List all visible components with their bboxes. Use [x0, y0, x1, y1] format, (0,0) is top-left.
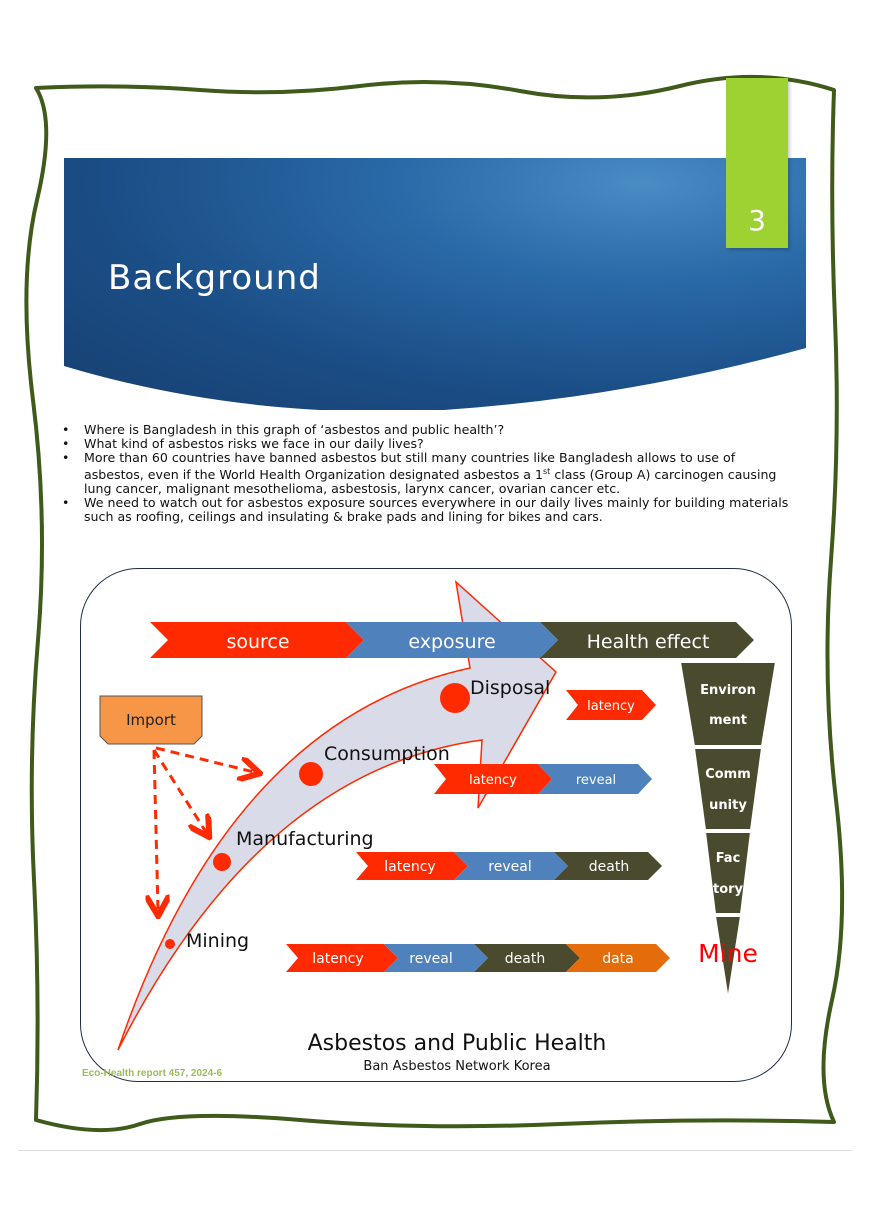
bullet-item: We need to watch out for asbestos exposu… — [60, 496, 790, 524]
exposure-chevron — [346, 622, 558, 658]
page-number-tab — [726, 78, 788, 248]
chain-latency — [356, 852, 468, 880]
chain-label: reveal — [409, 951, 452, 967]
chain-death — [474, 944, 580, 972]
header-exposure: exposure — [408, 631, 495, 653]
level-community-label-1: Comm — [705, 767, 751, 782]
health-effect-chevron — [540, 622, 754, 658]
diagram-title: Asbestos and Public Health — [308, 1031, 607, 1056]
chain-label: data — [602, 951, 634, 967]
header-health-effect: Health effect — [587, 631, 710, 653]
level-factory-label-2: tory — [713, 882, 744, 897]
footer-divider — [18, 1150, 852, 1151]
level-community-label-2: unity — [709, 798, 747, 813]
dot-disposal — [440, 683, 470, 713]
level-factory-label-1: Fac — [716, 851, 741, 866]
level-community — [692, 747, 764, 831]
diagram-subtitle: Ban Asbestos Network Korea — [363, 1059, 550, 1074]
chain-reveal — [384, 944, 488, 972]
chain-reveal — [454, 852, 568, 880]
slide-title: Background — [108, 258, 321, 298]
chain-latency — [286, 944, 398, 972]
level-environment-label-2: ment — [709, 713, 747, 728]
chain-label: reveal — [488, 859, 531, 875]
level-factory — [703, 831, 753, 915]
header-source: source — [226, 631, 289, 653]
bullet-text-who: More than 60 countries have banned asbes… — [84, 450, 777, 497]
chain-label: latency — [384, 859, 435, 875]
stage-consumption: Consumption — [324, 743, 450, 765]
source-chevron — [150, 622, 364, 658]
chain-label: death — [505, 951, 545, 967]
level-mine — [713, 915, 743, 1001]
import-label: Import — [126, 711, 176, 729]
bullet-item: What kind of asbestos risks we face in o… — [60, 437, 790, 452]
level-environment-label-1: Environ — [700, 683, 756, 698]
level-environment — [678, 661, 778, 747]
bullet-item: Where is Bangladesh in this graph of ‘as… — [60, 423, 790, 438]
chain-label: latency — [587, 699, 635, 714]
chain-label: latency — [469, 773, 517, 788]
bullet-item: More than 60 countries have banned asbes… — [60, 450, 790, 497]
dot-consumption — [299, 762, 323, 786]
stage-mining: Mining — [186, 930, 249, 952]
dot-mining — [165, 939, 175, 949]
chain-label: latency — [312, 951, 363, 967]
level-labels: Environ ment Comm unity Fac tory — [700, 683, 756, 897]
chain-latency — [434, 764, 552, 794]
dot-manufacturing — [213, 853, 231, 871]
chain-label: death — [589, 859, 629, 875]
title-banner — [64, 158, 806, 410]
footnote: Eco-Health report 457, 2024-6 — [82, 1068, 222, 1079]
stage-manufacturing: Manufacturing — [236, 828, 374, 850]
chain-label: reveal — [576, 773, 616, 788]
import-arrows — [154, 746, 254, 910]
stage-disposal: Disposal — [470, 677, 550, 699]
import-box — [99, 695, 203, 745]
level-mine-label: Mine — [698, 939, 758, 968]
chain-latency — [566, 690, 656, 720]
chain-data — [566, 944, 670, 972]
chain-reveal — [538, 764, 652, 794]
page-number: 3 — [748, 204, 766, 237]
bullet-list: Where is Bangladesh in this graph of ‘as… — [60, 423, 790, 524]
chain-death — [554, 852, 662, 880]
